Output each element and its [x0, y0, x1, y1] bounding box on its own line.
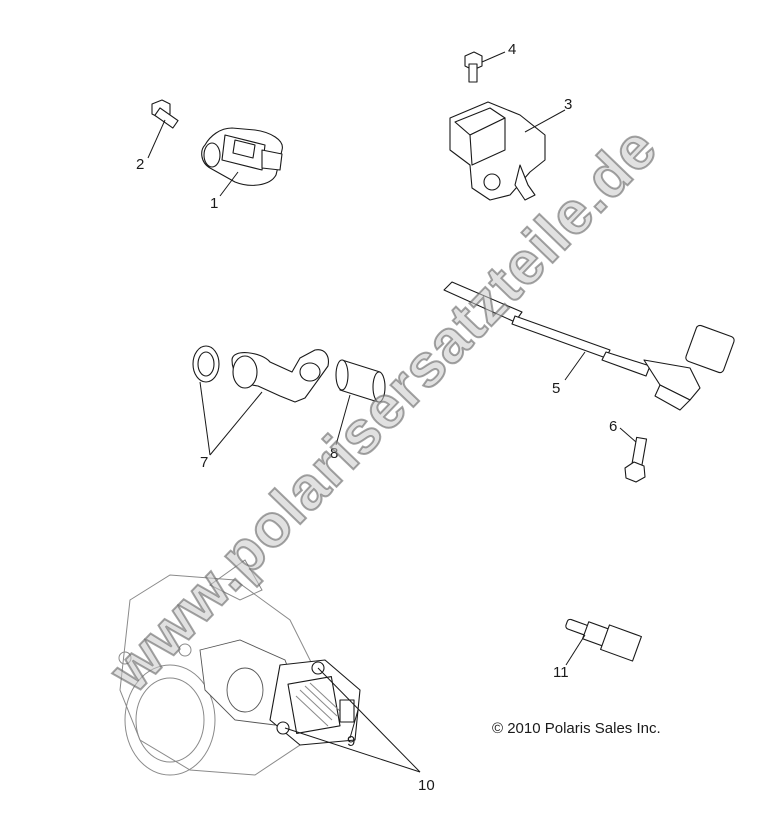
part-7-speed-sensor: [192, 345, 329, 403]
part-1-sensor: [201, 127, 283, 186]
callout-10: 10: [418, 777, 435, 794]
callout-11: 11: [553, 664, 569, 681]
part-11-temp-sensor: [565, 618, 642, 662]
callout-7: 7: [200, 454, 208, 471]
callout-2: 2: [136, 156, 144, 173]
callout-1: 1: [210, 195, 218, 212]
callout-3: 3: [564, 96, 572, 113]
part-3-map-sensor: [449, 101, 546, 201]
part-2-bolt: [151, 99, 179, 129]
part-6-bolt: [624, 436, 648, 483]
throttle-body-assembly: [118, 559, 321, 776]
part-5-crank-sensor: [443, 281, 735, 411]
leader-lines: [147, 51, 637, 773]
part-4-bolt: [464, 51, 483, 83]
part-8-spacer: [335, 359, 386, 403]
callout-numbers: 2 1 4 3 5 6 7 8 9 10 11: [136, 41, 617, 794]
callout-9: 9: [347, 733, 355, 750]
copyright-notice: © 2010 Polaris Sales Inc.: [492, 720, 661, 737]
callout-8: 8: [330, 445, 338, 462]
callout-4: 4: [508, 41, 516, 58]
callout-6: 6: [609, 418, 617, 435]
part-9-throttle-position-sensor: [269, 659, 361, 746]
callout-5: 5: [552, 380, 560, 397]
